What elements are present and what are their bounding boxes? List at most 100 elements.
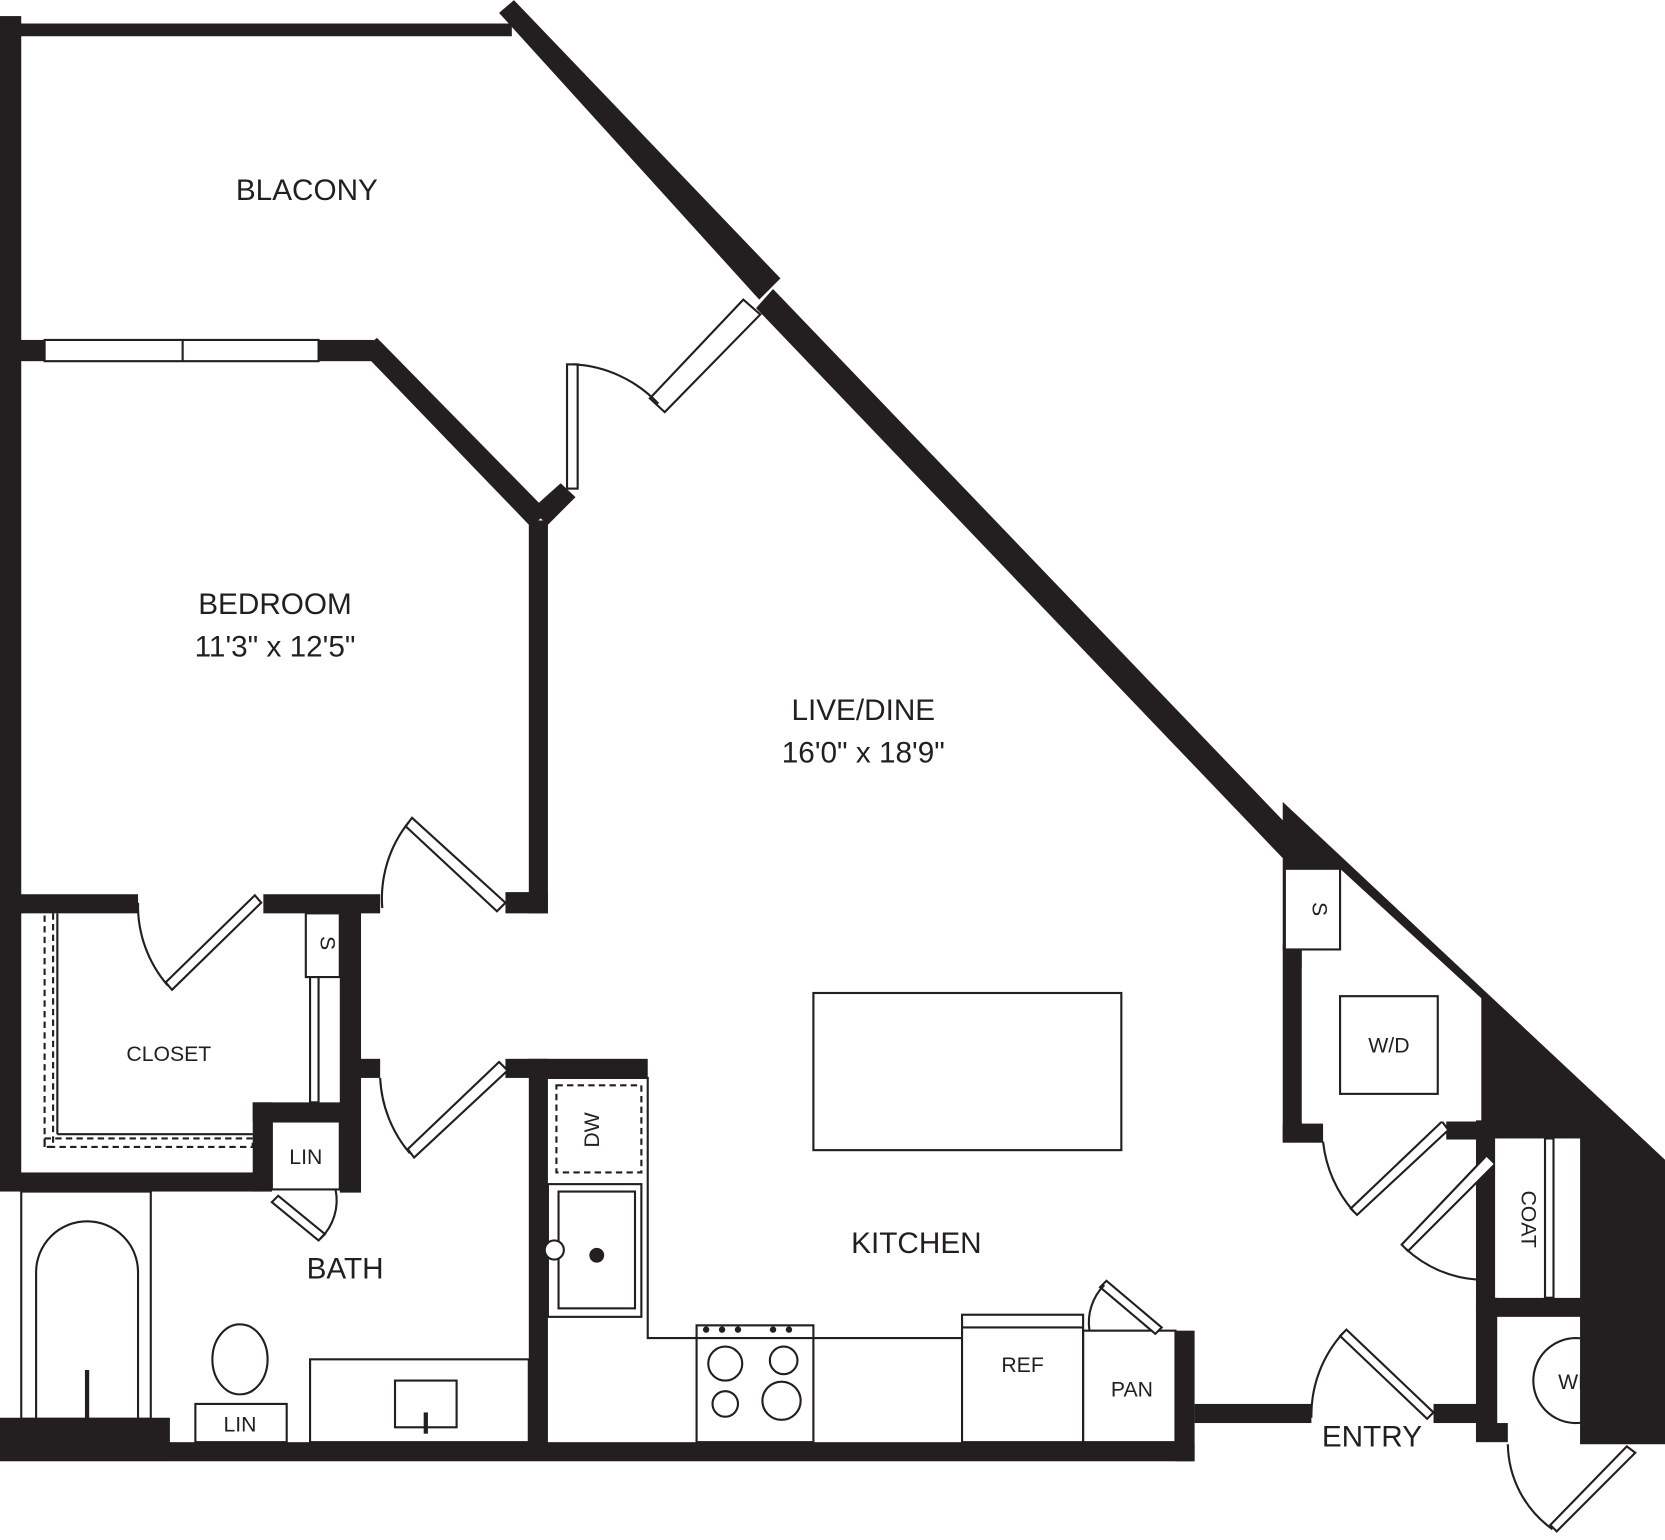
washer-dryer bbox=[1339, 995, 1439, 1095]
diagonal-wall-upper bbox=[499, 0, 781, 300]
lin-door-swing bbox=[319, 1189, 338, 1240]
wh-bottom-right bbox=[1629, 1423, 1665, 1443]
range-knob bbox=[734, 1326, 742, 1333]
wh-door-leaf bbox=[1548, 1444, 1637, 1533]
closet-shelf-left bbox=[43, 910, 55, 1149]
balcony-wall bbox=[318, 339, 374, 362]
pantry-door-leaf bbox=[1098, 1279, 1164, 1336]
balcony-wall-stub bbox=[0, 339, 45, 362]
door-stub bbox=[530, 483, 576, 525]
dishwasher-label: DW bbox=[581, 1112, 604, 1147]
closet-bottom-wall bbox=[0, 1172, 272, 1192]
bath-lin-label: LIN bbox=[223, 1414, 256, 1437]
balcony-window-2 bbox=[648, 298, 762, 414]
water-heater-label: WH bbox=[1558, 1371, 1593, 1394]
live-shelf-label: S bbox=[1307, 902, 1330, 916]
labels: BLACONY BEDROOM 11'3" x 12'5" LIVE/DINE … bbox=[126, 174, 1593, 1454]
live-dine-size: 16'0" x 18'9" bbox=[782, 737, 945, 770]
pantry bbox=[1082, 1329, 1177, 1444]
bathtub bbox=[35, 1220, 140, 1419]
fixtures bbox=[20, 867, 1620, 1444]
entry-label: ENTRY bbox=[1322, 1420, 1422, 1453]
wh-door-swing bbox=[1506, 1444, 1554, 1531]
balcony-door-swing bbox=[573, 363, 660, 405]
lin-closet-box bbox=[270, 1120, 341, 1191]
entry-wall-right bbox=[1433, 1403, 1482, 1424]
top-wall bbox=[10, 23, 512, 37]
range-knob bbox=[769, 1326, 777, 1333]
bedroom-size: 11'3" x 12'5" bbox=[195, 630, 356, 663]
kitchen-right-wall bbox=[1175, 1330, 1195, 1462]
bedroom-wall-stub bbox=[505, 892, 548, 914]
bath-lin-cabinet bbox=[194, 1402, 288, 1444]
wh-bottom-left bbox=[1475, 1423, 1508, 1443]
kitchen-island bbox=[812, 991, 1123, 1152]
closet-shelf-bottom bbox=[43, 1137, 254, 1149]
left-wall bbox=[0, 16, 22, 1179]
sink-faucet-base bbox=[543, 1239, 565, 1261]
bedroom-bottom-wall-left bbox=[0, 894, 139, 914]
bedroom-diagonal-wall bbox=[361, 337, 548, 527]
closet-label: CLOSET bbox=[126, 1043, 211, 1066]
refrigerator bbox=[960, 1313, 1085, 1444]
live-dine-label: LIVE/DINE bbox=[791, 694, 935, 727]
burner bbox=[768, 1345, 799, 1376]
closet-shelf-s bbox=[304, 912, 341, 979]
lin-closet-label: LIN bbox=[289, 1146, 322, 1169]
kitchen-counter bbox=[547, 1076, 961, 1340]
entry-door-swing bbox=[1310, 1332, 1345, 1418]
diagonal-wall-lower bbox=[756, 288, 1301, 859]
closet-right-wall bbox=[339, 908, 362, 1193]
bedroom-door-swing bbox=[380, 821, 410, 909]
vanity bbox=[309, 1358, 530, 1444]
kitchen-label: KITCHEN bbox=[851, 1227, 981, 1260]
toilet bbox=[211, 1323, 269, 1396]
wh-top-wall bbox=[1475, 1297, 1665, 1317]
right-wall-mass bbox=[1282, 801, 1665, 1445]
burner bbox=[707, 1345, 744, 1382]
pantry-door-swing bbox=[1087, 1284, 1106, 1331]
coat-closet bbox=[1495, 1138, 1581, 1298]
bedroom-bottom-wall-right bbox=[263, 894, 381, 914]
lin-left-wall bbox=[252, 1102, 272, 1192]
lin-door-leaf bbox=[270, 1194, 327, 1242]
kitchen-top-wall bbox=[505, 1058, 648, 1078]
wh-left-wall bbox=[1475, 1297, 1496, 1442]
pantry-label: PAN bbox=[1111, 1378, 1153, 1401]
bedroom-right-wall bbox=[528, 520, 548, 914]
wd-left-wall bbox=[1282, 945, 1302, 1142]
bedroom-label: BEDROOM bbox=[198, 588, 352, 621]
sink-drain bbox=[589, 1247, 605, 1263]
openings bbox=[43, 298, 1637, 1533]
closet-door-leaf bbox=[164, 893, 263, 992]
tub-wall bbox=[0, 1417, 170, 1461]
coat-label: COAT bbox=[1517, 1190, 1540, 1247]
walls bbox=[0, 0, 1665, 1462]
range-knob bbox=[718, 1326, 726, 1333]
bath-door-leaf bbox=[406, 1060, 510, 1160]
dishwasher bbox=[555, 1084, 643, 1174]
burner bbox=[761, 1380, 802, 1421]
bath-door-stub bbox=[356, 1058, 381, 1078]
wd-bottom-left bbox=[1282, 1123, 1324, 1143]
wd-door-swing bbox=[1322, 1141, 1355, 1213]
burner bbox=[711, 1390, 740, 1418]
refrigerator-label: REF bbox=[1001, 1354, 1043, 1377]
closet-shelf-label: S bbox=[316, 936, 339, 950]
bedroom-door-leaf bbox=[404, 816, 507, 913]
closet-rod-right bbox=[309, 976, 320, 1104]
entry-door-leaf bbox=[1338, 1328, 1436, 1421]
bath-door-swing bbox=[379, 1077, 411, 1155]
range bbox=[695, 1324, 815, 1444]
wd-door-leaf bbox=[1349, 1119, 1450, 1217]
coat-door-swing bbox=[1405, 1248, 1479, 1281]
shelf-s-box bbox=[1283, 867, 1342, 951]
lin-top-wall bbox=[252, 1102, 359, 1122]
range-knob bbox=[702, 1326, 710, 1333]
bath-label: BATH bbox=[307, 1253, 384, 1286]
entry-wall-left bbox=[1194, 1403, 1312, 1424]
closet-door-swing bbox=[136, 902, 169, 987]
washer-dryer-label: W/D bbox=[1368, 1034, 1409, 1057]
wh-right-wall bbox=[1643, 1297, 1665, 1442]
